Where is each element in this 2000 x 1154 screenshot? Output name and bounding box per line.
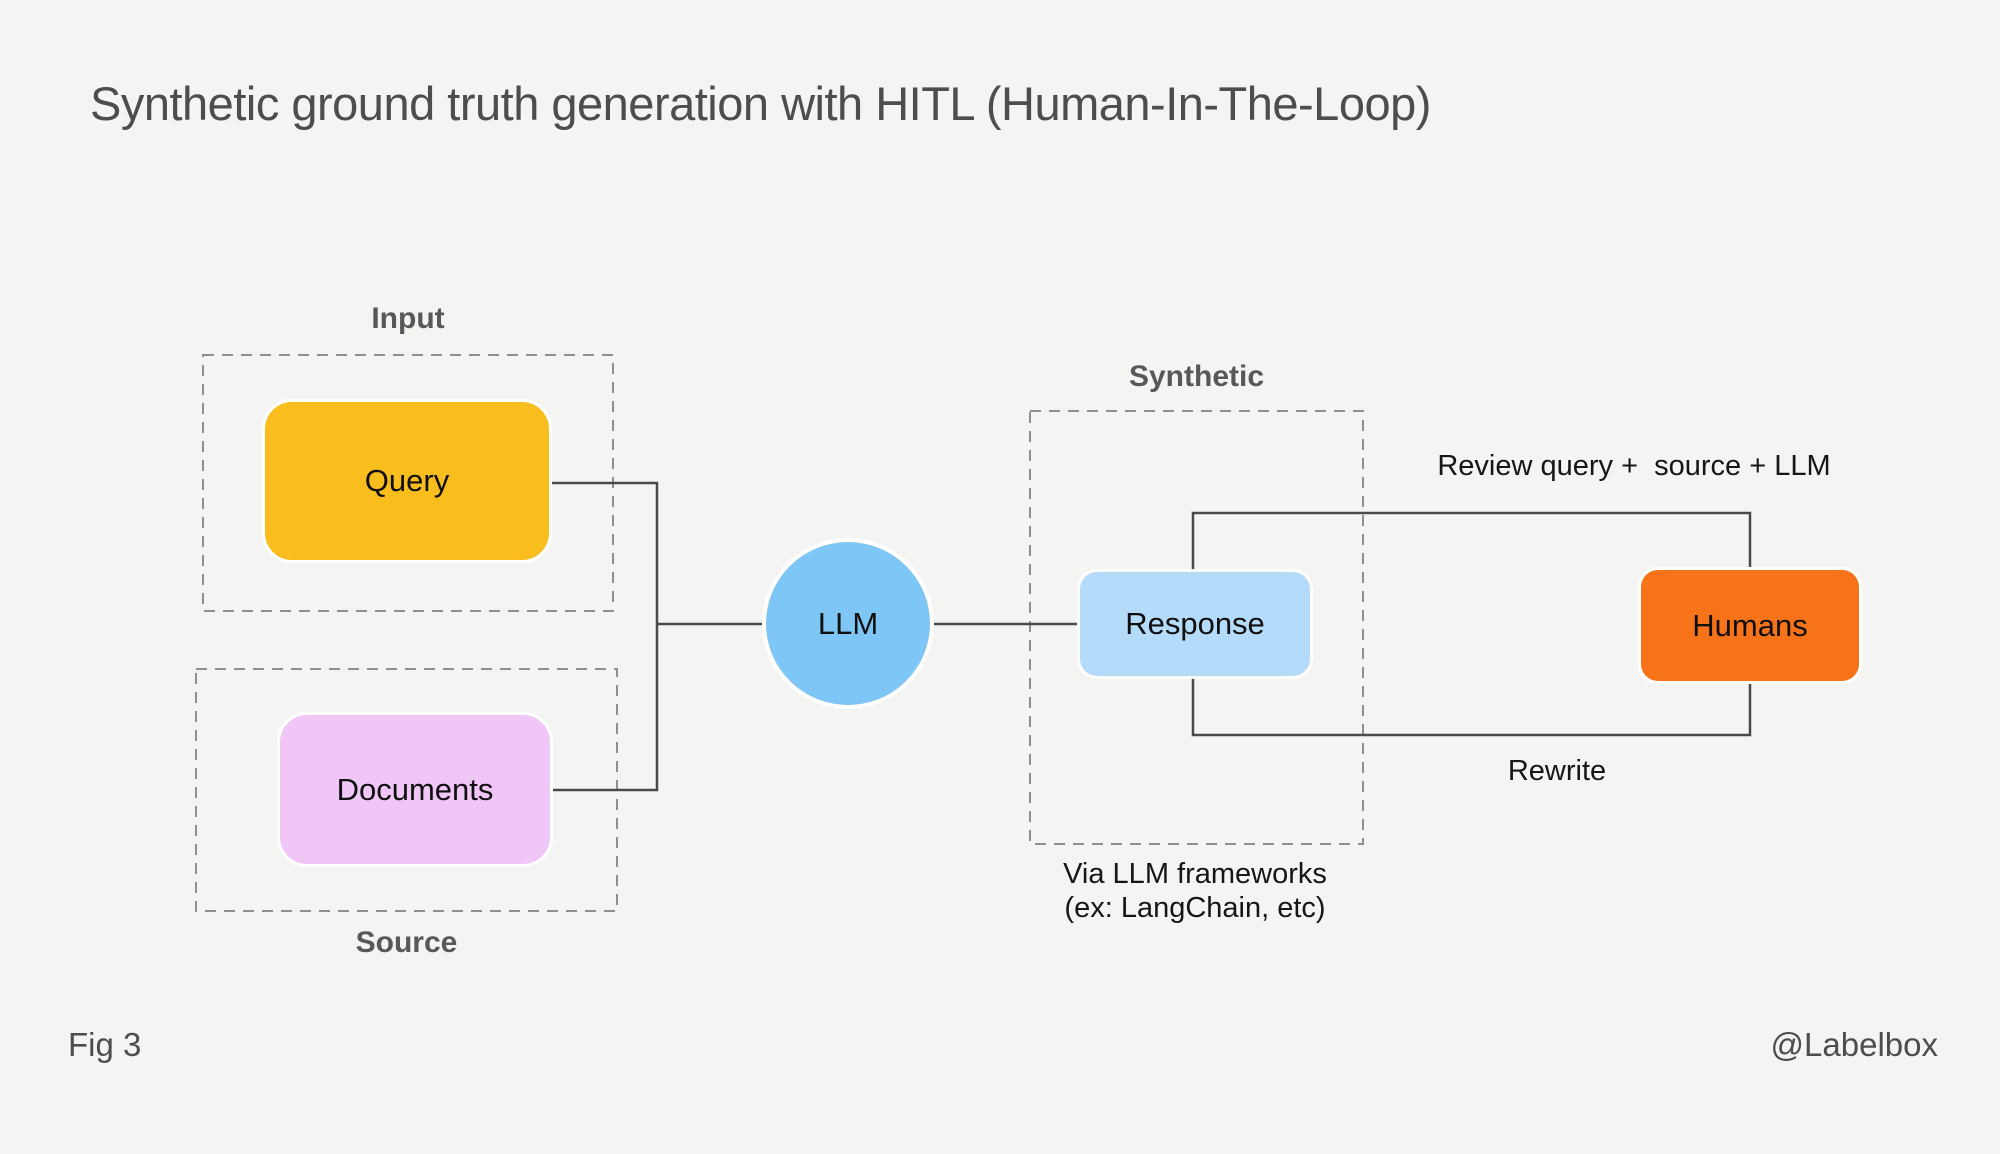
- credit-handle: @Labelbox: [1770, 1026, 1938, 1063]
- node-query-label: Query: [364, 463, 450, 498]
- rewrite-edge-label: Rewrite: [1507, 755, 1607, 787]
- review-edge-label: Review query + source + LLM: [1437, 450, 1831, 482]
- source-group-label: Source: [355, 926, 458, 959]
- node-humans: Humans: [1638, 567, 1862, 684]
- node-humans-label: Humans: [1692, 607, 1808, 643]
- frameworks-note-line2: (ex: LangChain, etc): [1064, 891, 1326, 924]
- node-response-label: Response: [1125, 606, 1265, 641]
- input-group-label: Input: [371, 302, 445, 335]
- edge-query-documents-junction: [552, 481, 659, 792]
- node-llm-label: LLM: [817, 605, 879, 641]
- node-documents: Documents: [277, 712, 553, 867]
- frameworks-note-line1: Via LLM frameworks: [1063, 858, 1327, 890]
- synthetic-group-label: Synthetic: [1128, 360, 1265, 393]
- figure-number: Fig 3: [68, 1026, 142, 1063]
- node-response: Response: [1077, 569, 1313, 679]
- edge-humans-to-response-rewrite: [1191, 677, 1752, 737]
- synthetic-group-box: [1029, 410, 1364, 845]
- node-documents-label: Documents: [336, 771, 494, 807]
- edge-response-to-humans-review: [1191, 511, 1752, 571]
- node-llm: LLM: [762, 538, 934, 709]
- frameworks-note: Via LLM frameworks (ex: LangChain, etc): [995, 858, 1395, 925]
- page-title: Synthetic ground truth generation with H…: [90, 77, 1431, 130]
- node-query: Query: [262, 399, 552, 563]
